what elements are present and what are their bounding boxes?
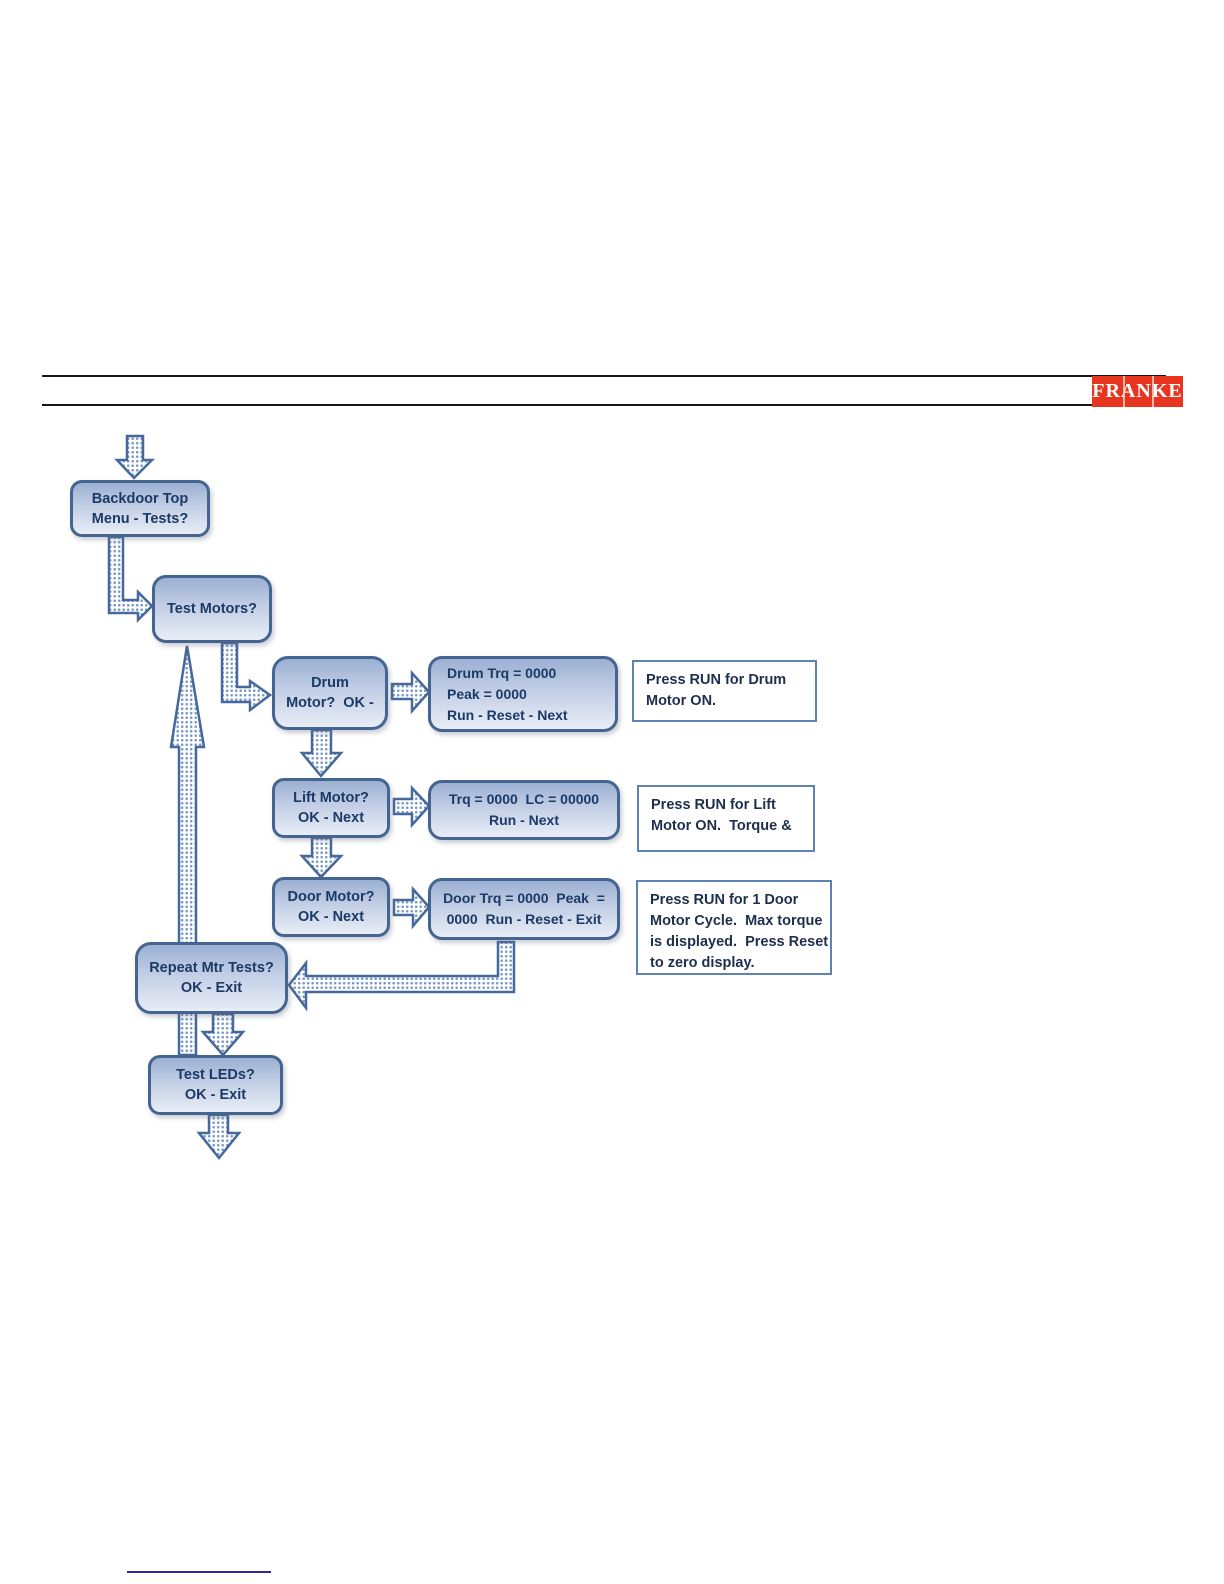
node-label-line: Door Trq = 0000 Peak = <box>443 890 605 906</box>
node-label-line: Run - Reset - Next <box>447 706 568 723</box>
flow-node-lift-motor: Lift Motor? OK - Next <box>272 778 390 838</box>
flow-node-test-leds: Test LEDs? OK - Exit <box>148 1055 283 1115</box>
node-label-line: Door Motor? <box>287 889 375 905</box>
node-label-line: Trq = 0000 LC = 00000 <box>448 791 600 807</box>
franke-logo-text: FRANKE <box>1092 380 1183 402</box>
node-label-line: Lift Motor? <box>293 790 369 806</box>
node-label-line: Motor? OK - <box>286 695 374 711</box>
flow-node-test-motors: Test Motors? <box>152 575 272 643</box>
node-label-line: Test Motors? <box>167 601 257 617</box>
node-label-line: Drum Trq = 0000 <box>447 664 557 681</box>
arrow-door-to-display-icon <box>392 885 431 930</box>
logo-divider <box>1123 376 1125 407</box>
note-text-line: to zero display. <box>650 955 755 971</box>
node-label-line: Peak = 0000 <box>447 685 527 702</box>
flow-node-drum-motor: Drum Motor? OK - <box>272 656 388 730</box>
node-label-line: Run - Next <box>489 812 559 828</box>
note-text-line: Press RUN for Drum <box>646 672 787 688</box>
node-label-line: Test LEDs? <box>176 1067 255 1083</box>
note-text-line: Press RUN for 1 Door <box>650 892 799 908</box>
flow-node-door-motor: Door Motor? OK - Next <box>272 877 390 937</box>
note-text-line: is displayed. Press Reset <box>650 934 829 950</box>
flow-node-door-display: Door Trq = 0000 Peak = 0000 Run - Reset … <box>428 878 620 940</box>
arrow-drum-to-display-icon <box>390 669 431 715</box>
node-label-line: OK - Exit <box>180 980 243 996</box>
header-rule-bottom <box>42 404 1166 406</box>
arrow-lift-to-door-icon <box>299 836 344 879</box>
arrow-lift-to-display-icon <box>392 784 431 829</box>
arrow-entry-down-icon <box>114 434 156 480</box>
arrow-repeat-to-testleds-icon <box>200 1012 246 1057</box>
flow-node-backdoor-top-menu: Backdoor Top Menu - Tests? <box>70 480 210 537</box>
note-drum-motor: Press RUN for Drum Motor ON. <box>632 660 817 722</box>
node-label-line: OK - Exit <box>184 1087 247 1103</box>
flow-node-lift-display: Trq = 0000 LC = 00000 Run - Next <box>428 780 620 840</box>
franke-logo: FRANKE <box>1092 376 1183 407</box>
logo-divider <box>1152 376 1154 407</box>
header-rule-top <box>42 375 1166 377</box>
node-label-line: OK - Next <box>297 909 365 925</box>
note-lift-motor: Press RUN for Lift Motor ON. Torque & <box>637 785 815 852</box>
flow-node-drum-display: Drum Trq = 0000 Peak = 0000 Run - Reset … <box>428 656 618 732</box>
node-label-line: OK - Next <box>297 810 365 826</box>
note-door-motor: Press RUN for 1 Door Motor Cycle. Max to… <box>636 880 832 975</box>
note-text-line: Press RUN for Lift <box>651 797 776 813</box>
note-text-line: Motor ON. Torque & <box>651 818 792 834</box>
node-label-line: 0000 Run - Reset - Exit <box>446 911 602 927</box>
flow-node-repeat-mtr-tests: Repeat Mtr Tests? OK - Exit <box>135 942 288 1014</box>
arrow-backdoor-to-testmotors-icon <box>107 535 154 624</box>
arrow-doordisplay-to-repeat-icon <box>287 940 516 1012</box>
note-text-line: Motor ON. <box>646 693 717 709</box>
arrow-testmotors-to-drum-icon <box>220 641 273 713</box>
node-label-line: Repeat Mtr Tests? <box>149 960 274 976</box>
note-text-line: Motor Cycle. Max torque <box>650 913 823 929</box>
node-label-line: Drum <box>311 675 349 691</box>
footer-link-rule <box>127 1571 271 1573</box>
arrow-testleds-exit-down-icon <box>196 1113 242 1161</box>
node-label-line: Menu - Tests? <box>91 510 189 527</box>
arrow-drum-to-lift-icon <box>299 728 344 778</box>
node-label-line: Backdoor Top <box>91 490 189 507</box>
